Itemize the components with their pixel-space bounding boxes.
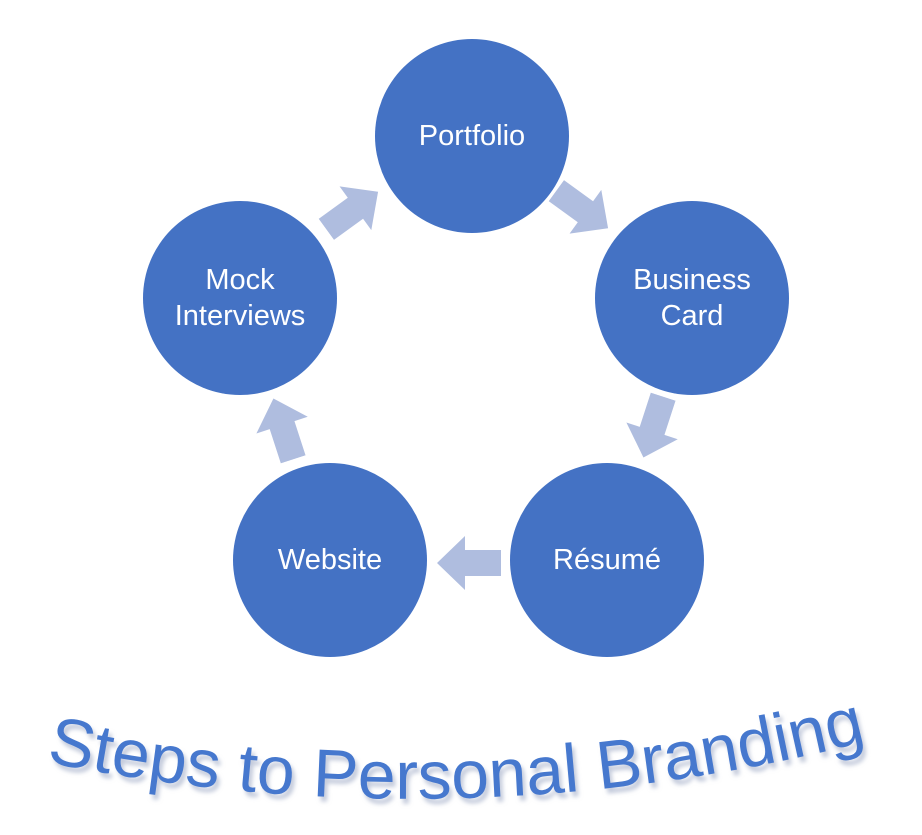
cycle-node-mock-interviews: Mock Interviews <box>143 201 337 395</box>
cycle-arrow-portfolio-to-business-icon <box>539 167 626 253</box>
node-label: Portfolio <box>418 119 526 152</box>
cycle-node-business-card: Business Card <box>595 201 789 395</box>
cycle-node-portfolio: Portfolio <box>375 39 569 233</box>
node-label: Résumé <box>553 543 661 576</box>
node-label: Business Card <box>633 263 751 332</box>
node-label: Website <box>277 543 383 576</box>
cycle-node-website: Website <box>233 463 427 657</box>
cycle-arrow-resume-to-website-icon <box>435 534 501 592</box>
node-label: Mock Interviews <box>174 263 306 332</box>
cycle-node-resume: Résumé <box>510 463 704 657</box>
cycle-arrow-website-to-mock-icon <box>245 388 321 469</box>
page-title: Steps to Personal Branding <box>43 682 870 814</box>
cycle-arrow-business-to-resume-icon <box>615 388 691 469</box>
cycle-arrow-mock-to-portfolio-icon <box>309 167 396 253</box>
